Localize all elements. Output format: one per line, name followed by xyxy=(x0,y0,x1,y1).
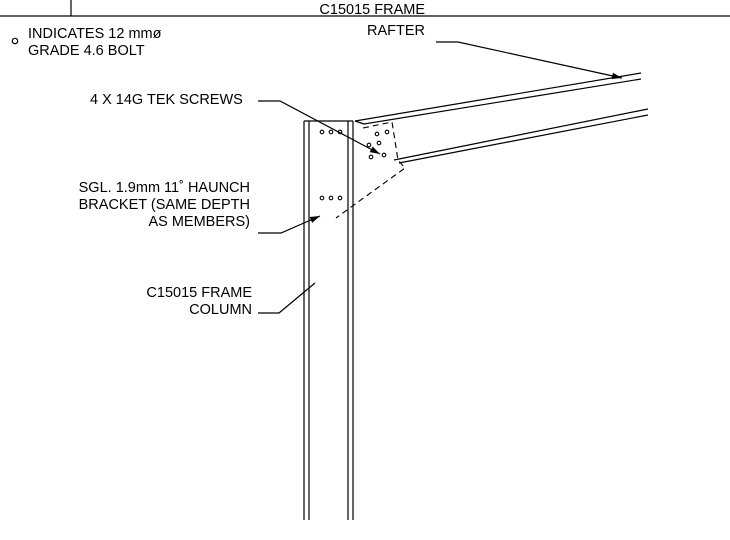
haunch-label: SGL. 1.9mm 11˚ HAUNCH BRACKET (SAME DEPT… xyxy=(58,180,250,231)
haunch-label-line-1: SGL. 1.9mm 11˚ HAUNCH xyxy=(78,180,250,196)
column-member xyxy=(303,120,354,520)
legend-line-2: GRADE 4.6 BOLT xyxy=(28,43,145,59)
rafter-label-line-2: RAFTER xyxy=(367,23,425,39)
bolt-legend-icon xyxy=(11,37,19,45)
rafter-member xyxy=(354,72,649,164)
screws-leader xyxy=(258,100,381,155)
column-label: C15015 FRAME COLUMN xyxy=(120,285,252,319)
screws-label: 4 X 14G TEK SCREWS xyxy=(90,92,243,109)
column-label-line-2: COLUMN xyxy=(189,302,252,318)
column-label-line-1: C15015 FRAME xyxy=(146,285,252,301)
screws-label-line-1: 4 X 14G TEK SCREWS xyxy=(90,92,243,108)
bolt-holes xyxy=(319,129,390,201)
haunch-label-line-3: AS MEMBERS) xyxy=(148,214,250,230)
legend-line-1: INDICATES 12 mmø xyxy=(28,26,162,42)
haunch-label-line-2: BRACKET (SAME DEPTH xyxy=(78,197,250,213)
legend-text: INDICATES 12 mmø GRADE 4.6 BOLT xyxy=(28,26,161,60)
rafter-label: C15015 FRAME RAFTER xyxy=(272,2,425,40)
title-block-border xyxy=(0,0,730,17)
column-leader xyxy=(258,282,316,314)
rafter-label-line-1: C15015 FRAME xyxy=(319,2,425,18)
haunch-leader xyxy=(258,215,321,234)
rafter-leader xyxy=(436,41,623,79)
